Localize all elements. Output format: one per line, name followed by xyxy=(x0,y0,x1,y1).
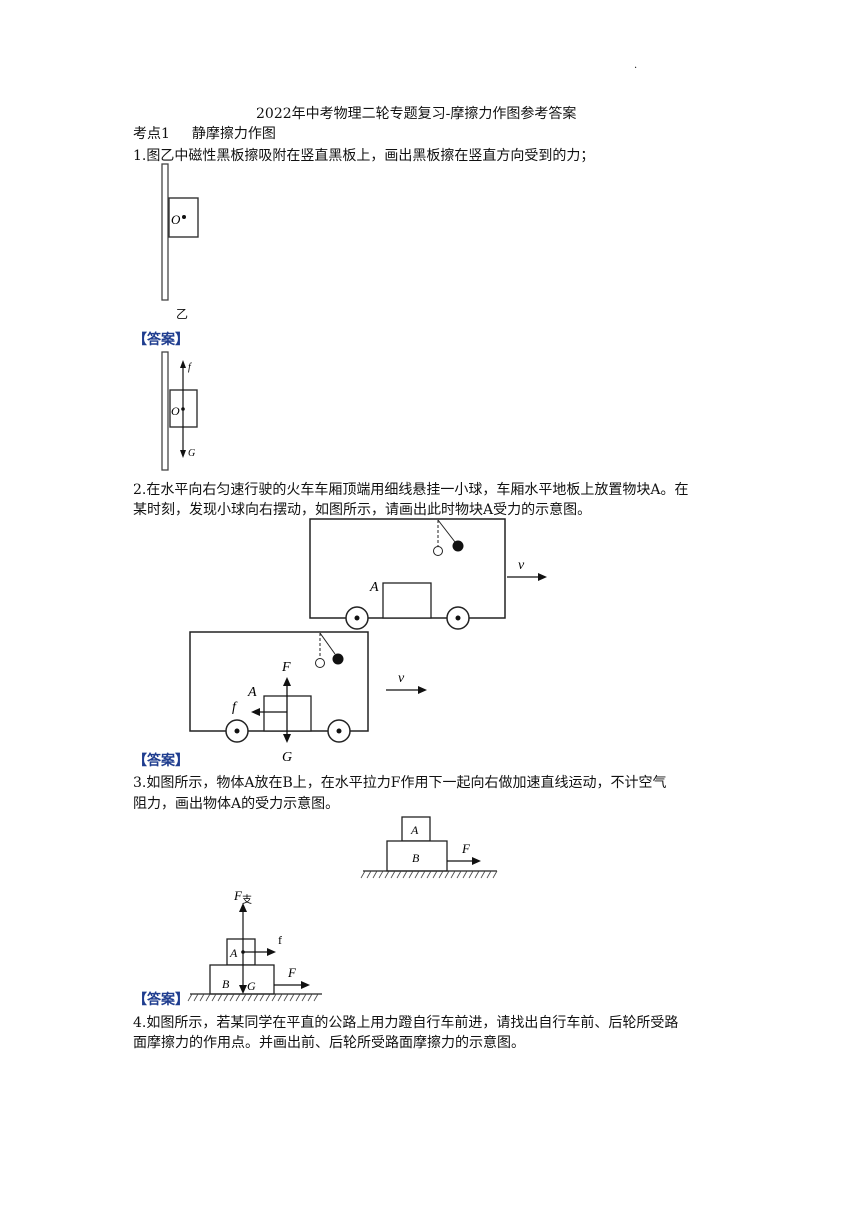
block-b-label: B xyxy=(222,977,230,991)
block-a-label: A xyxy=(410,823,419,837)
ball-rest xyxy=(433,546,443,556)
pull-arrow-head xyxy=(472,857,481,865)
center-point xyxy=(241,950,245,954)
answer-label-3: 【答案】 xyxy=(133,992,189,1008)
question-1-text: 1.图乙中磁性黑板擦吸附在竖直黑板上，画出黑板擦在竖直方向受到的力； xyxy=(133,148,595,164)
pull-arrow-head xyxy=(301,981,310,989)
gravity-label: G xyxy=(247,979,256,993)
support-subscript: 支 xyxy=(242,894,252,906)
velocity-arrow-head xyxy=(538,573,547,581)
q3-figure: A B F xyxy=(360,816,498,879)
point-label: O xyxy=(171,212,181,227)
friction-arrow-head xyxy=(251,708,260,716)
section-heading: 考点1 静摩擦力作图 xyxy=(133,124,276,144)
blackboard xyxy=(161,163,169,301)
point-label: O xyxy=(171,404,180,418)
block-a xyxy=(382,582,432,619)
wheel-left-hub xyxy=(354,615,360,621)
question-2-line-2: 某时刻，发现小球向右摆动，如图所示，请画出此时物块A受力的示意图。 xyxy=(133,502,592,518)
support-label: F支 xyxy=(233,888,252,906)
string-swung xyxy=(437,519,456,543)
center-point xyxy=(182,215,186,219)
ball-swung xyxy=(452,540,464,552)
q1-answer-figure: O f G xyxy=(161,351,198,471)
friction-arrow-head xyxy=(267,948,276,956)
q3-answer-figure: A B F支 f G F xyxy=(187,888,322,1002)
friction-label: f xyxy=(278,933,282,947)
block-b-label: B xyxy=(412,851,420,865)
wheel-right-hub xyxy=(336,728,342,734)
q2-answer-figure: A F G f v xyxy=(189,631,427,765)
q1-figure: O xyxy=(161,163,199,301)
question-3-line-2: 阻力，画出物体A的受力示意图。 xyxy=(133,796,340,812)
block-a-label: A xyxy=(229,946,238,960)
wheel-right-hub xyxy=(455,615,461,621)
ball-swung xyxy=(332,653,344,665)
corner-mark: . xyxy=(634,60,638,71)
gravity-arrow-head xyxy=(239,985,247,994)
gravity-label: G xyxy=(188,448,195,459)
gravity-arrow-head xyxy=(180,450,186,458)
support-arrow-head xyxy=(239,903,247,912)
section-number: 考点1 xyxy=(133,126,170,142)
blackboard xyxy=(161,351,169,471)
wheel-left-hub xyxy=(234,728,240,734)
figure-caption-yi: 乙 xyxy=(176,307,189,321)
answer-label-2: 【答案】 xyxy=(133,753,189,769)
question-4-line-1: 4.如图所示，若某同学在平直的公路上用力蹬自行车前进，请找出自行车前、后轮所受路 xyxy=(133,1015,679,1031)
velocity-label: v xyxy=(518,558,525,573)
gravity-label: G xyxy=(282,750,292,765)
ground-hatch xyxy=(187,993,319,1002)
string-swung xyxy=(319,632,336,655)
support-arrow-head xyxy=(283,677,291,686)
block-b xyxy=(386,840,448,872)
support-label: F xyxy=(281,660,291,675)
block-a-label: A xyxy=(369,580,379,595)
section-name: 静摩擦力作图 xyxy=(191,126,276,142)
friction-label: f xyxy=(188,362,192,373)
ball-rest xyxy=(315,658,325,668)
center-point xyxy=(181,407,185,411)
question-2-line-1: 2.在水平向右匀速行驶的火车车厢顶端用细线悬挂一小球，车厢水平地板上放置物块A。… xyxy=(133,482,689,498)
ground-hatch xyxy=(360,870,498,879)
velocity-label: v xyxy=(398,671,405,686)
q2-figure: A v xyxy=(309,518,547,630)
velocity-arrow-head xyxy=(418,686,427,694)
answer-label-1: 【答案】 xyxy=(133,332,189,348)
page-title: 2022年中考物理二轮专题复习-摩擦力作图参考答案 xyxy=(256,106,577,122)
pull-label: F xyxy=(461,841,471,856)
friction-arrow-head xyxy=(180,360,186,368)
question-3-line-1: 3.如图所示，物体A放在B上，在水平拉力F作用下一起向右做加速直线运动，不计空气 xyxy=(133,775,667,791)
pull-label: F xyxy=(287,965,297,980)
friction-label: f xyxy=(232,700,238,715)
gravity-arrow-head xyxy=(283,734,291,743)
block-a-label: A xyxy=(247,685,257,700)
question-4-line-2: 面摩擦力的作用点。并画出前、后轮所受路面摩擦力的示意图。 xyxy=(133,1035,525,1051)
